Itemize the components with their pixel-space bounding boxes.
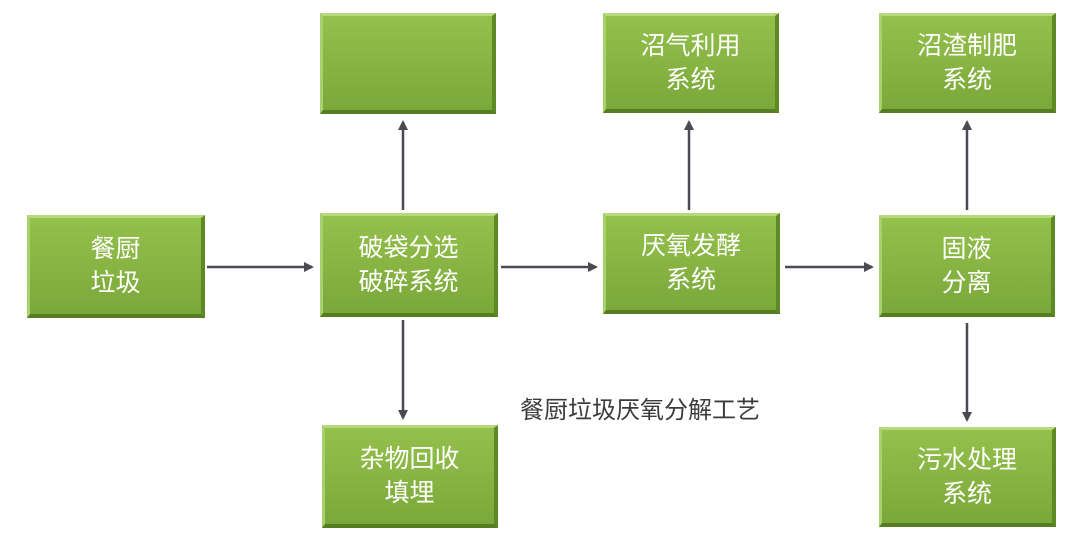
node-biogas-line1: 沼气利用 (640, 30, 741, 60)
node-fertilizer-line1: 沼渣制肥 (916, 30, 1017, 60)
node-sorting-line2: 破碎系统 (358, 266, 459, 296)
node-kitchen-waste: 餐厨 垃圾 (27, 215, 205, 318)
node-wastewater-line2: 系统 (941, 478, 992, 508)
node-anaerobic: 厌氧发酵 系统 (603, 213, 780, 314)
node-separation-line2: 分离 (941, 267, 992, 297)
diagram-title: 餐厨垃圾厌氧分解工艺 (520, 396, 760, 424)
node-separation: 固液 分离 (879, 215, 1055, 317)
node-kitchen-waste-line2: 垃圾 (90, 268, 141, 297)
node-sorting: 破袋分选 破碎系统 (320, 213, 498, 317)
node-wastewater: 污水处理 系统 (879, 427, 1056, 527)
node-sorting-line1: 破袋分选 (358, 232, 459, 262)
node-biogas-line2: 系统 (665, 64, 716, 94)
node-blank-output (320, 13, 496, 114)
node-biogas: 沼气利用 系统 (603, 13, 779, 113)
node-wastewater-line1: 污水处理 (916, 444, 1017, 474)
node-fertilizer: 沼渣制肥 系统 (879, 13, 1056, 113)
node-recycle-line1: 杂物回收 (359, 444, 460, 473)
node-recycle: 杂物回收 填埋 (322, 425, 498, 528)
node-recycle-line2: 填埋 (384, 478, 435, 507)
node-separation-line1: 固液 (941, 233, 992, 263)
node-fertilizer-line2: 系统 (941, 64, 992, 94)
node-anaerobic-line1: 厌氧发酵 (640, 231, 741, 260)
node-anaerobic-line2: 系统 (665, 265, 716, 294)
node-kitchen-waste-line1: 餐厨 (90, 234, 141, 263)
